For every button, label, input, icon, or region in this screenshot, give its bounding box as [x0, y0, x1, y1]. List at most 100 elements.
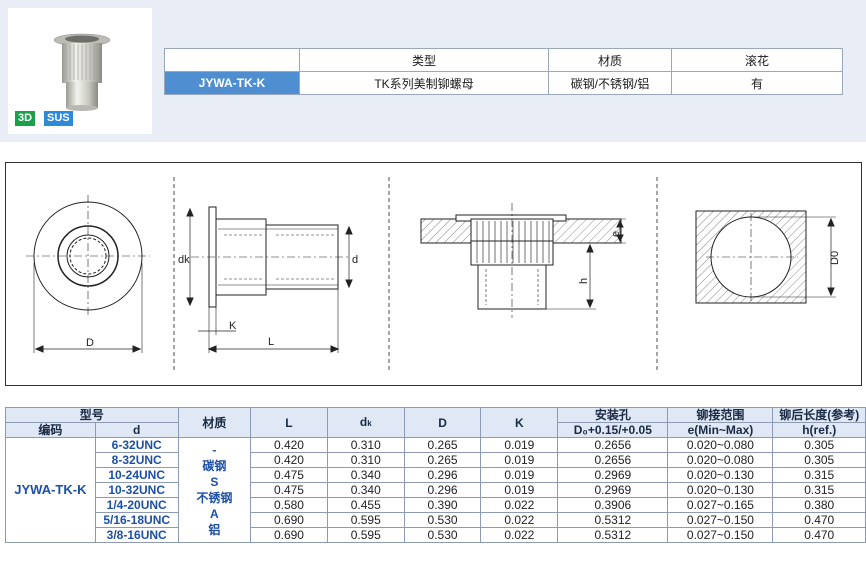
- row-h: 0.315: [772, 467, 866, 483]
- row-h: 0.470: [772, 512, 866, 528]
- label-L: L: [268, 336, 274, 348]
- header-d: d: [94, 422, 179, 438]
- row-K: 0.022: [480, 512, 559, 528]
- label-dk: dk: [178, 254, 190, 266]
- row-dk: 0.595: [326, 512, 405, 528]
- header-D: D: [403, 407, 482, 438]
- table-row: JYWA-TK-K 6-32UNC - 碳钢 S 不锈钢 A 铝 0.420 0…: [5, 437, 866, 543]
- row-D0: 0.5312: [557, 512, 669, 528]
- label-D0: D0: [829, 251, 841, 265]
- table-row: 10-24UNC 0.475 0.340 0.296 0.019 0.2969 …: [6, 467, 866, 483]
- row-D: 0.265: [403, 452, 482, 468]
- row-D: 0.296: [403, 482, 482, 498]
- spec-header-code: 编码: [164, 48, 300, 72]
- table-row: 3/8-16UNC 0.690 0.595 0.530 0.022 0.5312…: [6, 527, 866, 543]
- rivet-nut-image: [53, 33, 111, 111]
- row-K: 0.019: [480, 482, 559, 498]
- mounting-hole-view: [695, 210, 836, 304]
- row-d: 5/16-18UNC: [94, 512, 179, 528]
- table-row: 8-32UNC 0.420 0.310 0.265 0.019 0.2656 0…: [6, 452, 866, 468]
- material-line: S: [210, 475, 219, 489]
- row-L: 0.475: [250, 482, 328, 498]
- row-d: 1/4-20UNC: [94, 497, 179, 513]
- row-e: 0.020~0.130: [667, 482, 774, 498]
- row-D0: 0.2969: [557, 482, 669, 498]
- row-h: 0.380: [772, 497, 866, 513]
- row-e: 0.027~0.150: [667, 527, 774, 543]
- label-e: e: [610, 231, 622, 237]
- row-D: 0.390: [403, 497, 482, 513]
- header-model: 型号: [5, 407, 179, 423]
- row-D0: 0.5312: [557, 527, 669, 543]
- header-range-title: 铆接范围: [667, 407, 774, 423]
- row-e: 0.020~0.130: [667, 467, 774, 483]
- row-d: 8-32UNC: [94, 452, 179, 468]
- row-K: 0.022: [480, 497, 559, 513]
- table-row: 1/4-20UNC 0.580 0.455 0.390 0.022 0.3906…: [6, 497, 866, 513]
- row-e: 0.020~0.080: [667, 452, 774, 468]
- material-line: 不锈钢: [196, 491, 233, 505]
- material-cell: - 碳钢 S 不锈钢 A 铝: [177, 437, 252, 543]
- material-line: A: [210, 507, 219, 521]
- label-D: D: [86, 337, 94, 349]
- technical-drawing: D dk d K L: [5, 162, 862, 386]
- table-row: 5/16-18UNC 0.690 0.595 0.530 0.022 0.531…: [6, 512, 866, 528]
- row-K: 0.019: [480, 452, 559, 468]
- side-view: [186, 206, 353, 353]
- spec-header-knurl: 滚花: [671, 48, 843, 72]
- material-line: 铝: [208, 523, 221, 537]
- spec-material: 碳钢/不锈钢/铝: [548, 71, 672, 95]
- drawing-canvas: D dk d K L: [26, 177, 841, 373]
- header-height-sub: h(ref.): [772, 422, 866, 438]
- label-K: K: [229, 320, 237, 332]
- header-height-title: 铆后长度(参考): [772, 407, 866, 423]
- row-dk: 0.340: [326, 467, 405, 483]
- product-photo: [8, 8, 152, 134]
- row-d: 10-32UNC: [94, 482, 179, 498]
- row-e: 0.020~0.080: [667, 437, 774, 453]
- header-code: 编码: [5, 422, 96, 438]
- installed-view: [420, 203, 626, 318]
- row-L: 0.580: [250, 497, 328, 513]
- material-line: -: [212, 443, 217, 457]
- row-D: 0.265: [403, 437, 482, 453]
- row-d: 3/8-16UNC: [94, 527, 179, 543]
- row-dk: 0.455: [326, 497, 405, 513]
- row-L: 0.420: [250, 437, 328, 453]
- row-K: 0.019: [480, 467, 559, 483]
- row-h: 0.305: [772, 437, 866, 453]
- dimension-table: 型号 材质 L dk D K 安装孔 铆接范围 铆后长度(参考) 编码 d D₀…: [5, 407, 866, 543]
- row-dk: 0.595: [326, 527, 405, 543]
- series-code: JYWA-TK-K: [5, 437, 96, 543]
- header-dk-main: d: [359, 414, 368, 429]
- row-e: 0.027~0.165: [667, 497, 774, 513]
- row-dk: 0.310: [326, 452, 405, 468]
- row-L: 0.475: [250, 467, 328, 483]
- header-dk: dk: [326, 407, 405, 438]
- spec-knurl: 有: [671, 71, 843, 95]
- row-h: 0.315: [772, 482, 866, 498]
- row-h: 0.470: [772, 527, 866, 543]
- label-h: h: [578, 278, 590, 284]
- badge-sus[interactable]: SUS: [44, 111, 73, 126]
- spec-header-material: 材质: [548, 48, 672, 72]
- top-view: [26, 195, 150, 353]
- header-hole-formula: D₀+0.15/+0.05: [557, 422, 669, 438]
- row-D: 0.296: [403, 467, 482, 483]
- row-L: 0.690: [250, 527, 328, 543]
- header-material: 材质: [177, 407, 252, 438]
- spec-type: TK系列美制铆螺母: [299, 71, 549, 95]
- row-K: 0.019: [480, 437, 559, 453]
- label-d: d: [352, 254, 358, 266]
- row-D0: 0.3906: [557, 497, 669, 513]
- row-K: 0.022: [480, 527, 559, 543]
- spec-code: JYWA-TK-K: [164, 71, 300, 95]
- badge-3d[interactable]: 3D: [15, 111, 36, 126]
- row-d: 10-24UNC: [94, 467, 179, 483]
- row-D0: 0.2656: [557, 452, 669, 468]
- row-L: 0.690: [250, 512, 328, 528]
- row-D0: 0.2969: [557, 467, 669, 483]
- header-L: L: [250, 407, 328, 438]
- header-range-sub: e(Min~Max): [667, 422, 774, 438]
- material-line: 碳钢: [202, 459, 227, 473]
